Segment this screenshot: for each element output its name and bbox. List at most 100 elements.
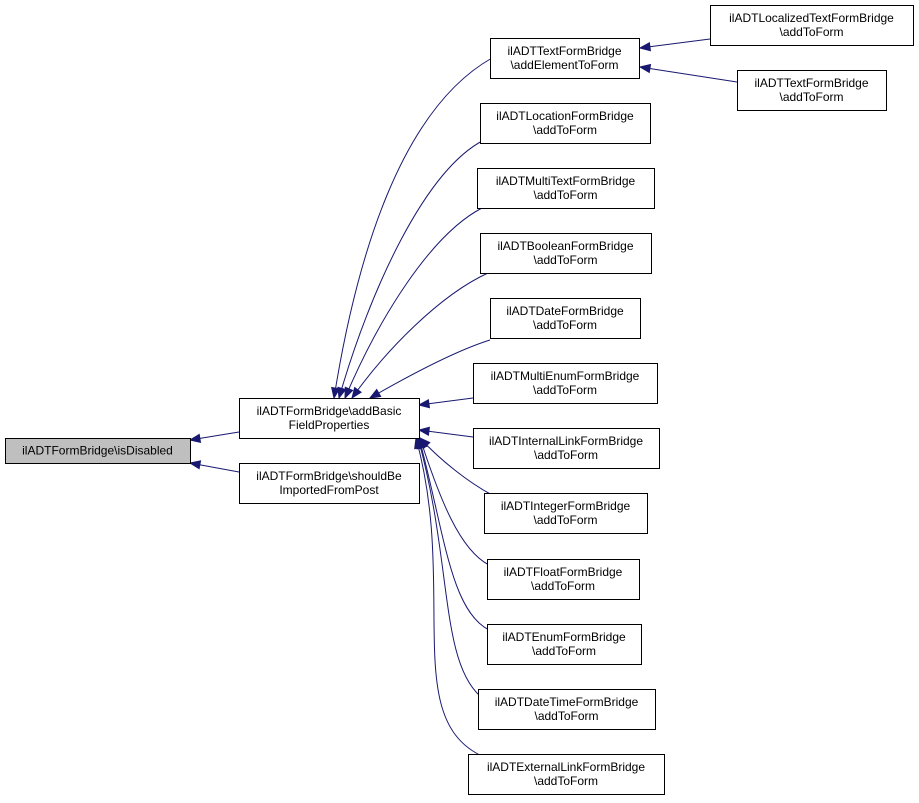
node-label-line: ilADTDateTimeFormBridge xyxy=(495,695,639,709)
edge-boolean-to-addBasic xyxy=(351,272,489,400)
node-label-line: \addToForm xyxy=(532,644,596,658)
node-textAdd[interactable]: ilADTTextFormBridge\addToForm xyxy=(737,70,887,111)
node-boolean[interactable]: ilADTBooleanFormBridge\addToForm xyxy=(480,233,652,274)
node-label-line: \addToForm xyxy=(531,579,595,593)
node-box xyxy=(5,438,191,464)
node-externalLink[interactable]: ilADTExternalLinkFormBridge\addToForm xyxy=(468,754,665,795)
edge-line xyxy=(344,207,483,399)
edge-internalLink-to-addBasic xyxy=(417,426,474,438)
edge-addBasic-to-isDisabled xyxy=(188,431,240,443)
arrowhead xyxy=(344,386,354,400)
node-label-line: ilADTExternalLinkFormBridge xyxy=(487,760,645,774)
edge-location-to-addBasic xyxy=(337,139,485,400)
node-box xyxy=(239,463,420,504)
node-box xyxy=(487,559,640,600)
node-label-line: ilADTTextFormBridge xyxy=(507,44,621,58)
node-internalLink[interactable]: ilADTInternalLinkFormBridge\addToForm xyxy=(473,428,660,469)
node-label-line: \addToForm xyxy=(533,318,597,332)
edge-line xyxy=(415,437,485,758)
node-box xyxy=(490,298,641,339)
node-integer[interactable]: ilADTIntegerFormBridge\addToForm xyxy=(484,493,648,534)
node-layer: ilADTFormBridge\isDisabled ilADTFormBridg… xyxy=(5,5,914,795)
edge-line xyxy=(338,139,485,399)
node-label-line: ilADTFormBridge\shouldBe xyxy=(256,469,402,483)
node-label-line: FieldProperties xyxy=(289,418,370,432)
arrowhead xyxy=(368,388,382,399)
edge-localizedText-to-textAddElement xyxy=(638,38,711,52)
node-label-line: ilADTEnumFormBridge xyxy=(502,630,626,644)
node-label-line: ilADTFormBridge\isDisabled xyxy=(22,444,173,458)
node-isDisabled[interactable]: ilADTFormBridge\isDisabled xyxy=(5,438,191,464)
node-label-line: \addToForm xyxy=(779,25,843,39)
node-box xyxy=(490,38,640,79)
node-box xyxy=(468,754,665,795)
arrowhead xyxy=(417,398,431,409)
node-label-line: \addToForm xyxy=(533,383,597,397)
arrowhead xyxy=(638,41,652,52)
node-box xyxy=(737,70,887,111)
arrowhead xyxy=(351,386,363,400)
node-label-line: ImportedFromPost xyxy=(279,483,379,497)
node-box xyxy=(473,428,660,469)
edge-line xyxy=(419,437,490,566)
node-label-line: \addToForm xyxy=(533,123,597,137)
arrowhead xyxy=(638,63,652,74)
node-label-line: \addToForm xyxy=(534,448,598,462)
node-date[interactable]: ilADTDateFormBridge\addToForm xyxy=(490,298,641,339)
node-label-line: ilADTMultiTextFormBridge xyxy=(496,174,636,188)
edge-layer xyxy=(188,38,738,758)
arrowhead xyxy=(414,436,424,450)
edge-multiText-to-addBasic xyxy=(344,207,483,400)
node-box xyxy=(480,103,651,144)
node-box xyxy=(487,624,642,665)
node-label-line: \addToForm xyxy=(779,90,843,104)
node-label-line: ilADTMultiEnumFormBridge xyxy=(491,369,640,383)
node-enum[interactable]: ilADTEnumFormBridge\addToForm xyxy=(487,624,642,665)
arrowhead xyxy=(331,386,341,400)
node-box xyxy=(484,493,648,534)
arrowhead xyxy=(188,460,202,470)
node-float[interactable]: ilADTFloatFormBridge\addToForm xyxy=(487,559,640,600)
arrowhead xyxy=(337,386,347,400)
edge-line xyxy=(417,437,481,697)
node-label-line: ilADTLocationFormBridge xyxy=(496,109,634,123)
node-box xyxy=(710,5,914,46)
arrowhead xyxy=(188,433,202,443)
node-multiText[interactable]: ilADTMultiTextFormBridge\addToForm xyxy=(477,168,655,209)
node-dateTime[interactable]: ilADTDateTimeFormBridge\addToForm xyxy=(478,689,656,730)
node-multiEnum[interactable]: ilADTMultiEnumFormBridge\addToForm xyxy=(473,363,658,404)
node-label-line: ilADTDateFormBridge xyxy=(506,304,624,318)
edge-line xyxy=(351,272,489,399)
node-label-line: \addToForm xyxy=(534,774,598,788)
edge-multiEnum-to-addBasic xyxy=(417,397,474,409)
edge-line xyxy=(369,339,491,399)
edge-textAdd-to-textAddElement xyxy=(638,63,738,83)
node-box xyxy=(473,363,658,404)
edge-shouldBe-to-isDisabled xyxy=(188,460,240,473)
edge-date-to-addBasic xyxy=(368,339,491,399)
node-label-line: \addElementToForm xyxy=(510,58,618,72)
node-box xyxy=(239,398,420,439)
node-localizedText[interactable]: ilADTLocalizedTextFormBridge\addToForm xyxy=(710,5,914,46)
node-label-line: \addToForm xyxy=(533,253,597,267)
node-box xyxy=(477,168,655,209)
edge-textAddElement-to-addBasic xyxy=(331,57,493,400)
node-label-line: \addToForm xyxy=(533,513,597,527)
arrowhead xyxy=(417,426,431,437)
node-label-line: ilADTFormBridge\addBasic xyxy=(257,404,402,418)
node-label-line: \addToForm xyxy=(534,709,598,723)
edge-line xyxy=(418,437,490,631)
node-location[interactable]: ilADTLocationFormBridge\addToForm xyxy=(480,103,651,144)
node-box xyxy=(478,689,656,730)
edge-line xyxy=(333,57,493,399)
edge-externalLink-to-addBasic xyxy=(414,436,485,758)
node-textAddElement[interactable]: ilADTTextFormBridge\addElementToForm xyxy=(490,38,640,79)
node-label-line: ilADTTextFormBridge xyxy=(754,76,868,90)
node-label-line: ilADTInternalLinkFormBridge xyxy=(489,434,643,448)
edge-line xyxy=(639,38,711,49)
edge-line xyxy=(639,66,738,83)
node-box xyxy=(480,233,652,274)
